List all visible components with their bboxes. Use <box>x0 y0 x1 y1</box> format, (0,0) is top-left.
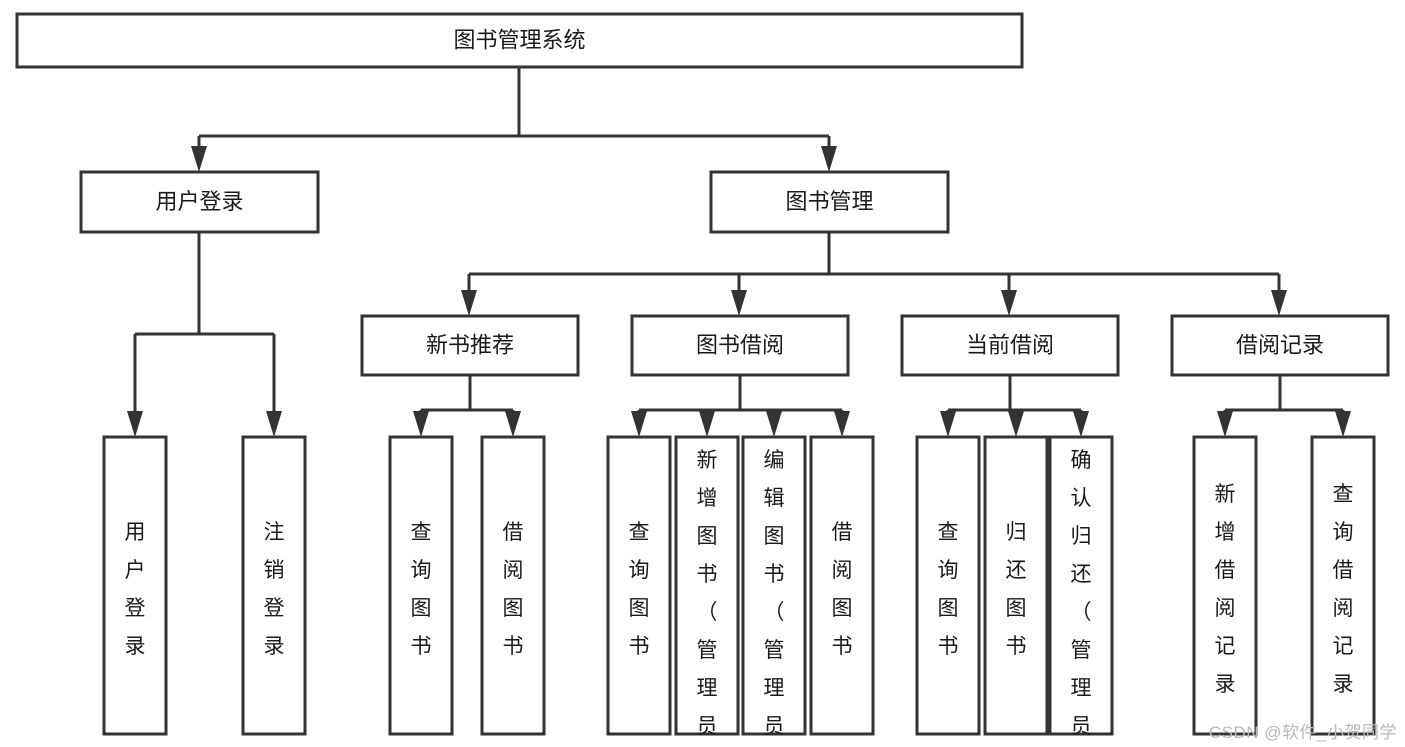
arrow-head-icon <box>821 146 837 172</box>
connector-branch-borrow-record <box>1217 375 1351 437</box>
node-root[interactable]: 图书管理系统 <box>15 12 1024 69</box>
node-current-borrow[interactable]: 当前借阅 <box>900 314 1120 377</box>
node-label: 当前借阅 <box>966 332 1054 357</box>
connector-branch-user-login <box>127 232 282 437</box>
node-leaf-user-login[interactable]: 用户登录 <box>102 435 168 736</box>
connector-branch-book-manage <box>461 232 1287 316</box>
node-label: 图书借阅 <box>696 332 784 357</box>
node-box[interactable] <box>630 314 850 377</box>
node-label: 查询图书 <box>411 521 432 658</box>
node-box[interactable] <box>1192 435 1258 736</box>
node-box[interactable] <box>674 435 740 736</box>
arrow-head-icon <box>1008 411 1024 437</box>
node-leaf-query-book-2[interactable]: 查询图书 <box>606 435 672 736</box>
node-leaf-borrow-book-1[interactable]: 借阅图书 <box>480 435 546 736</box>
node-label: 注销登录 <box>264 521 285 658</box>
node-label: 查询图书 <box>938 521 959 658</box>
node-box[interactable] <box>102 435 168 736</box>
node-label: 借阅记录 <box>1236 332 1324 357</box>
node-box[interactable] <box>741 435 807 736</box>
node-new-book-rec[interactable]: 新书推荐 <box>360 314 580 377</box>
node-label: 新书推荐 <box>426 332 514 357</box>
arrow-head-icon <box>940 411 956 437</box>
arrow-head-icon <box>1271 290 1287 316</box>
node-box[interactable] <box>915 435 981 736</box>
arrow-head-icon <box>505 411 521 437</box>
node-book-borrow[interactable]: 图书借阅 <box>630 314 850 377</box>
connector-layer <box>127 67 1351 437</box>
node-box[interactable] <box>241 435 307 736</box>
node-box[interactable] <box>1170 314 1390 377</box>
node-box[interactable] <box>1310 435 1376 736</box>
node-box[interactable] <box>1048 435 1114 736</box>
node-box[interactable] <box>983 435 1049 736</box>
arrow-head-icon <box>631 411 647 437</box>
arrow-head-icon <box>1001 290 1017 316</box>
node-box[interactable] <box>388 435 454 736</box>
node-label: 用户登录 <box>155 189 243 214</box>
node-box[interactable] <box>480 435 546 736</box>
node-leaf-return-book[interactable]: 归还图书 <box>983 435 1049 736</box>
connector-branch-root <box>191 67 837 172</box>
node-leaf-borrow-book-2[interactable]: 借阅图书 <box>809 435 875 736</box>
arrow-head-icon <box>266 411 282 437</box>
node-box[interactable] <box>809 435 875 736</box>
node-box[interactable] <box>79 170 320 234</box>
arrow-head-icon <box>127 411 143 437</box>
arrow-head-icon <box>731 290 747 316</box>
node-user-login[interactable]: 用户登录 <box>79 170 320 234</box>
node-label: 借阅图书 <box>832 521 853 658</box>
node-leaf-edit-book[interactable]: 编辑图书（管理员） <box>741 435 807 747</box>
node-leaf-confirm-return[interactable]: 确认归还（管理员） <box>1048 435 1114 747</box>
node-label: 图书管理 <box>785 189 873 214</box>
node-label: 用户登录 <box>125 521 146 658</box>
node-label: 图书管理系统 <box>453 27 585 52</box>
arrow-head-icon <box>461 290 477 316</box>
node-box[interactable] <box>15 12 1024 69</box>
node-leaf-add-record[interactable]: 新增借阅记录 <box>1192 435 1258 736</box>
node-label: 确认归还（管理员） <box>1071 449 1092 747</box>
arrow-head-icon <box>766 411 782 437</box>
node-box[interactable] <box>360 314 580 377</box>
arrow-head-icon <box>834 411 850 437</box>
node-label: 编辑图书（管理员） <box>764 449 785 747</box>
node-label: 借阅图书 <box>503 521 524 658</box>
node-layer: 图书管理系统用户登录图书管理新书推荐图书借阅当前借阅借阅记录用户登录注销登录查询… <box>15 12 1390 747</box>
arrow-head-icon <box>413 411 429 437</box>
arrow-head-icon <box>191 146 207 172</box>
node-leaf-logout[interactable]: 注销登录 <box>241 435 307 736</box>
node-book-manage[interactable]: 图书管理 <box>709 170 950 234</box>
connector-branch-new-book-rec <box>413 375 521 437</box>
node-borrow-record[interactable]: 借阅记录 <box>1170 314 1390 377</box>
node-label: 查询图书 <box>629 521 650 658</box>
connector-branch-book-borrow <box>631 375 850 437</box>
node-label: 新增借阅记录 <box>1215 483 1236 696</box>
node-leaf-query-book-3[interactable]: 查询图书 <box>915 435 981 736</box>
node-leaf-query-record[interactable]: 查询借阅记录 <box>1310 435 1376 736</box>
node-label: 查询借阅记录 <box>1333 483 1354 696</box>
node-box[interactable] <box>900 314 1120 377</box>
arrow-head-icon <box>1335 411 1351 437</box>
arrow-head-icon <box>699 411 715 437</box>
node-leaf-query-book-1[interactable]: 查询图书 <box>388 435 454 736</box>
csdn-watermark: CSDN @软件_小贺同学 <box>1208 723 1397 742</box>
node-label: 新增图书（管理员） <box>697 449 718 747</box>
node-box[interactable] <box>709 170 950 234</box>
node-label: 归还图书 <box>1006 521 1027 658</box>
arrow-head-icon <box>1217 411 1233 437</box>
node-box[interactable] <box>606 435 672 736</box>
connector-branch-current-borrow <box>940 375 1089 437</box>
arrow-head-icon <box>1073 411 1089 437</box>
node-leaf-add-book[interactable]: 新增图书（管理员） <box>674 435 740 747</box>
